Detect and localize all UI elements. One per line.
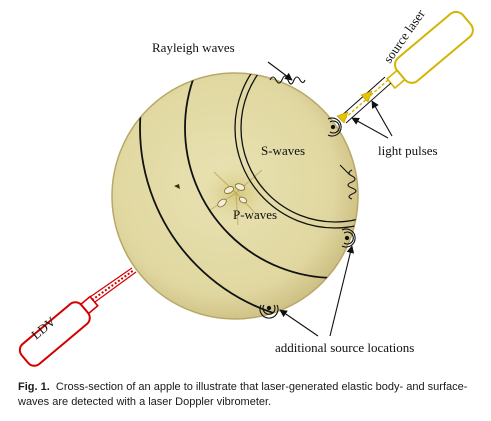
rayleigh-front-inner: [240, 73, 358, 223]
ldv-beam: [89, 267, 137, 303]
rayleigh-front-outer: [234, 73, 358, 229]
label-s-waves: S-waves: [261, 143, 305, 158]
arrow-light-pulse-1: [351, 117, 389, 139]
arrow-rayleigh: [267, 61, 293, 81]
source-marker-bottom: [259, 304, 279, 319]
caption-text: Cross-section of an apple to illustrate …: [18, 381, 468, 408]
annotation-arrows: [267, 61, 393, 337]
ldv-device: [18, 267, 137, 367]
source-markers: [259, 117, 356, 319]
apple-seeds: [174, 183, 248, 208]
p-wave-front: [139, 73, 358, 319]
arrow-source-bottom: [279, 309, 319, 337]
label-rayleigh-waves: Rayleigh waves: [152, 40, 235, 55]
apple-cross-section: [111, 72, 359, 320]
label-p-waves: P-waves: [233, 207, 277, 222]
arrow-s-packet: [339, 164, 351, 176]
source-laser-beam: [336, 76, 392, 124]
figure-caption: Fig. 1. Cross-section of an apple to ill…: [18, 380, 483, 410]
label-source-laser: source laser: [380, 6, 428, 66]
label-light-pulses: light pulses: [378, 143, 438, 158]
arrow-light-pulse-2: [371, 100, 393, 137]
label-additional-source-locations: additional source locations: [275, 340, 414, 355]
source-marker-main: [327, 117, 342, 137]
figure-diagram: Rayleigh waves source laser S-waves ligh…: [18, 6, 474, 367]
caption-label: Fig. 1.: [18, 381, 50, 393]
source-marker-right: [341, 228, 356, 248]
arrow-source-right: [329, 245, 355, 337]
source-laser-device: [336, 10, 474, 124]
